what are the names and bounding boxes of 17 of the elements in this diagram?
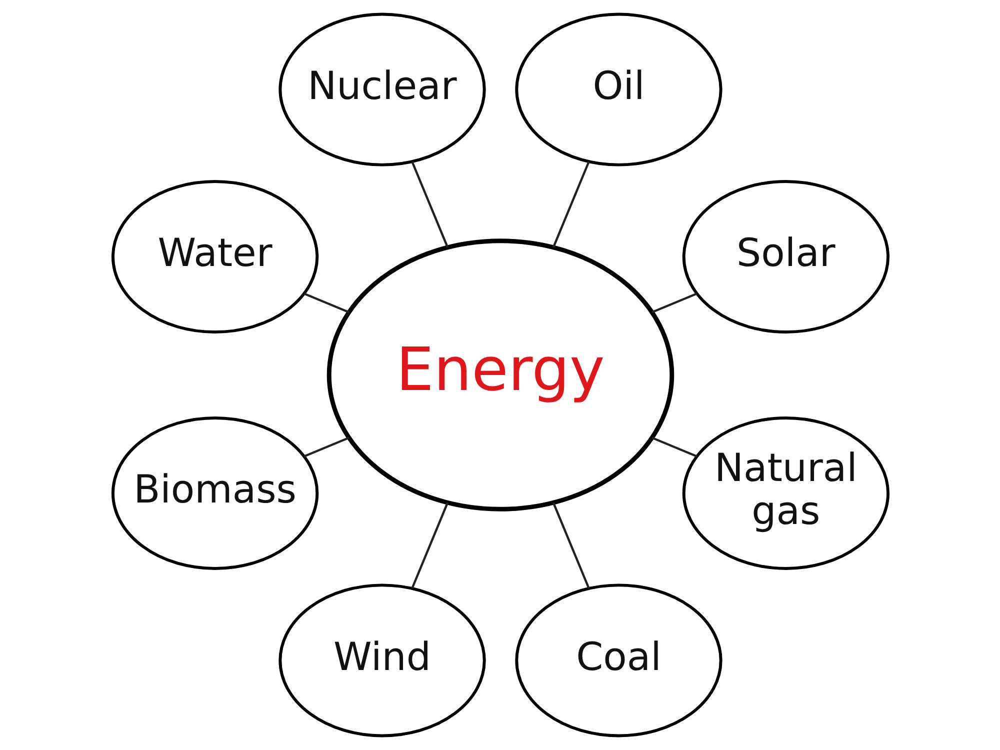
node-ellipse: Wind: [278, 584, 486, 738]
node-ellipse: Natural gas: [682, 416, 890, 570]
connector: [651, 436, 697, 458]
connector: [303, 436, 349, 458]
connector: [303, 292, 349, 314]
connector: [410, 161, 448, 248]
node-ellipse: Solar: [682, 180, 890, 334]
connector: [651, 292, 697, 314]
connector: [410, 502, 448, 589]
node-ellipse: Water: [110, 180, 318, 334]
connector: [552, 161, 590, 248]
node-ellipse: Coal: [514, 584, 722, 738]
node-ellipse: Biomass: [110, 416, 318, 570]
connector: [552, 502, 590, 589]
node-ellipse: Nuclear: [278, 12, 486, 166]
node-ellipse: Energy: [326, 238, 674, 512]
node-ellipse: Oil: [514, 12, 722, 166]
